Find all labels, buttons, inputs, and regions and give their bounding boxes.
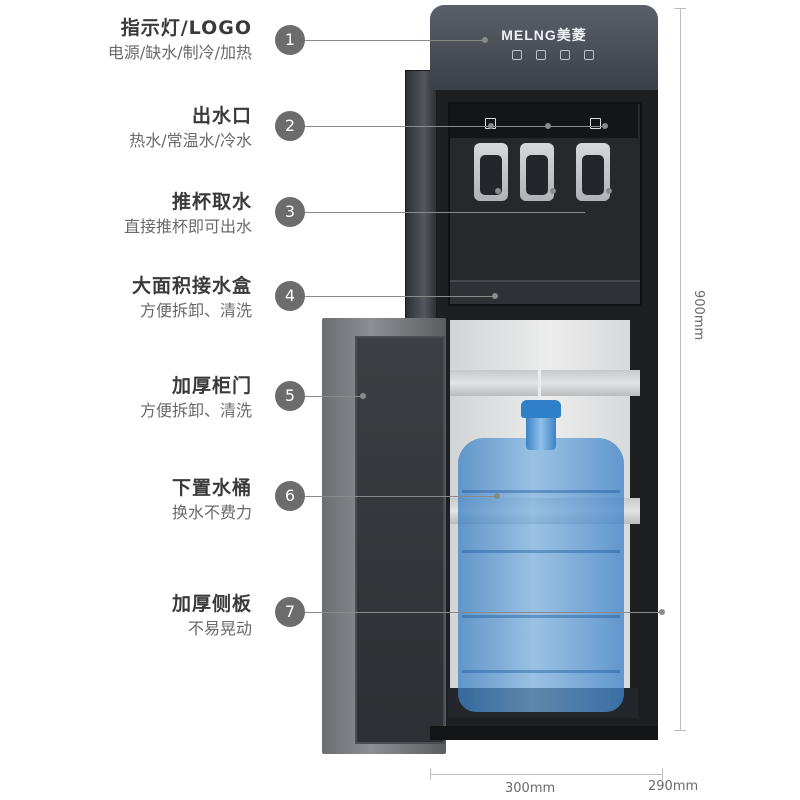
leader-dot	[659, 609, 665, 615]
leader-dot	[550, 188, 556, 194]
bottle-rib	[462, 490, 620, 493]
feature-desc: 直接推杯即可出水	[123, 217, 252, 236]
feature-title: 加厚柜门	[171, 375, 252, 397]
water-tube	[538, 322, 541, 422]
leader-dot	[482, 37, 488, 43]
feature-title: 加厚侧板	[171, 593, 252, 615]
width-dimension-line	[430, 774, 662, 775]
feature-3: 推杯取水 直接推杯即可出水	[40, 190, 252, 239]
feature-desc: 不易晃动	[187, 619, 252, 638]
heating-indicator-icon	[584, 50, 594, 60]
bottle-rib	[462, 550, 620, 553]
cooling-indicator-icon	[560, 50, 570, 60]
leader-line	[305, 40, 485, 41]
bottle-rib	[462, 615, 620, 618]
control-panel: MELNG美菱	[430, 5, 658, 90]
feature-desc: 电源/缺水/制冷/加热	[107, 43, 252, 62]
leader-dot	[545, 123, 551, 129]
bottle-cap	[521, 400, 561, 418]
cabinet-door-panel	[355, 336, 445, 744]
leader-dot	[495, 188, 501, 194]
feature-title: 出水口	[191, 105, 252, 127]
feature-2: 出水口 热水/常温水/冷水	[40, 104, 252, 153]
feature-7: 加厚侧板 不易晃动	[40, 592, 252, 641]
feature-desc: 热水/常温水/冷水	[129, 131, 252, 150]
feature-5: 加厚柜门 方便拆卸、清洗	[40, 374, 252, 423]
dimension-tick	[674, 730, 686, 731]
leader-dot	[602, 123, 608, 129]
callout-badge: 5	[275, 381, 305, 411]
feature-title: 大面积接水盒	[131, 275, 252, 297]
base	[430, 726, 658, 740]
water-shortage-indicator-icon	[536, 50, 546, 60]
feature-title: 指示灯/LOGO	[120, 17, 252, 39]
leader-line	[305, 212, 585, 213]
callout-badge: 7	[275, 597, 305, 627]
dimension-tick	[430, 768, 431, 780]
leader-line	[305, 612, 662, 613]
feature-desc: 换水不费力	[171, 503, 252, 522]
leader-line	[305, 396, 363, 397]
callout-badge: 4	[275, 281, 305, 311]
height-dimension-line	[680, 8, 681, 730]
callout-badge: 3	[275, 197, 305, 227]
feature-desc: 方便拆卸、清洗	[139, 401, 252, 420]
cabinet-rail	[450, 370, 640, 396]
outlet-strip	[450, 104, 638, 138]
leader-dot	[488, 123, 494, 129]
feature-desc: 方便拆卸、清洗	[139, 301, 252, 320]
callout-badge: 2	[275, 111, 305, 141]
leader-line	[305, 126, 605, 127]
bottle-rib	[462, 670, 620, 673]
power-indicator-icon	[512, 50, 522, 60]
feature-4: 大面积接水盒 方便拆卸、清洗	[40, 274, 252, 323]
leader-line	[305, 296, 495, 297]
cold-water-paddle[interactable]	[576, 143, 610, 201]
feature-1: 指示灯/LOGO 电源/缺水/制冷/加热	[40, 16, 252, 65]
feature-title: 推杯取水	[171, 191, 252, 213]
depth-label: 290mm	[648, 779, 699, 794]
height-label: 900mm	[691, 290, 706, 341]
feature-6: 下置水桶 换水不费力	[40, 476, 252, 525]
hot-water-paddle[interactable]	[474, 143, 508, 201]
drip-tray[interactable]	[450, 280, 640, 304]
leader-dot	[360, 393, 366, 399]
leader-line	[305, 496, 497, 497]
normal-water-paddle[interactable]	[520, 143, 554, 201]
brand-logo: MELNG美菱	[501, 27, 587, 43]
bottle-neck	[526, 414, 556, 450]
water-bottle	[458, 438, 624, 712]
callout-badge: 1	[275, 25, 305, 55]
callout-badge: 6	[275, 481, 305, 511]
cold-water-icon	[590, 118, 601, 129]
upper-side-panel	[405, 70, 437, 320]
dimension-tick	[674, 8, 686, 9]
leader-dot	[494, 493, 500, 499]
dimension-tick	[662, 768, 663, 780]
width-label: 300mm	[505, 781, 556, 796]
indicator-lights	[512, 50, 594, 60]
leader-dot	[492, 293, 498, 299]
leader-dot	[606, 188, 612, 194]
feature-title: 下置水桶	[171, 477, 252, 499]
